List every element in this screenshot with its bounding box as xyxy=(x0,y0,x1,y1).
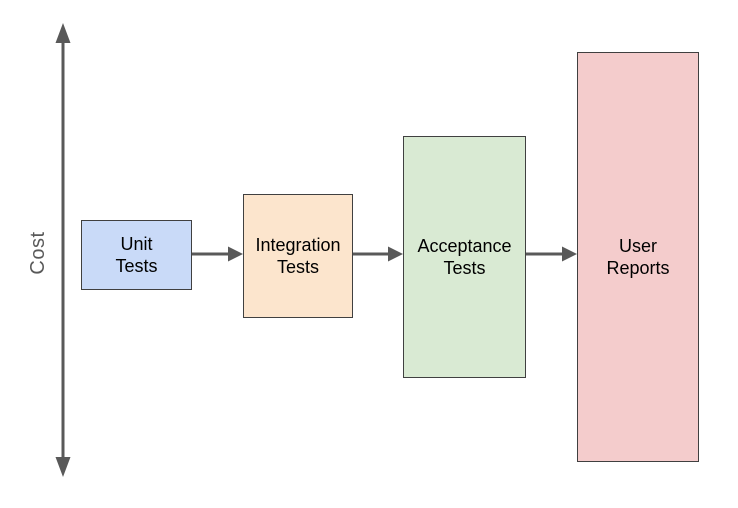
flow-arrowhead xyxy=(388,246,403,262)
box-integration-tests: Integration Tests xyxy=(243,194,353,318)
flow-arrow-acceptance-to-user xyxy=(526,246,577,262)
box-user-reports: User Reports xyxy=(577,52,699,462)
box-unit-tests: Unit Tests xyxy=(81,220,192,290)
flow-arrow-integration-to-acceptance xyxy=(353,246,403,262)
box-acceptance-tests: Acceptance Tests xyxy=(403,136,526,378)
box-label-unit-tests: Unit Tests xyxy=(115,234,158,276)
box-label-acceptance-tests: Acceptance Tests xyxy=(417,236,512,278)
flow-arrow-unit-to-integration xyxy=(192,246,243,262)
box-label-user-reports: User Reports xyxy=(606,236,670,278)
cost-axis-arrowhead-down xyxy=(55,457,71,477)
cost-axis-arrowhead-up xyxy=(55,23,71,43)
flow-arrowhead xyxy=(562,246,577,262)
cost-axis-arrow xyxy=(55,23,71,477)
flow-arrowhead xyxy=(228,246,243,262)
box-label-integration-tests: Integration Tests xyxy=(255,235,341,277)
cost-axis-label: Cost xyxy=(27,231,49,275)
